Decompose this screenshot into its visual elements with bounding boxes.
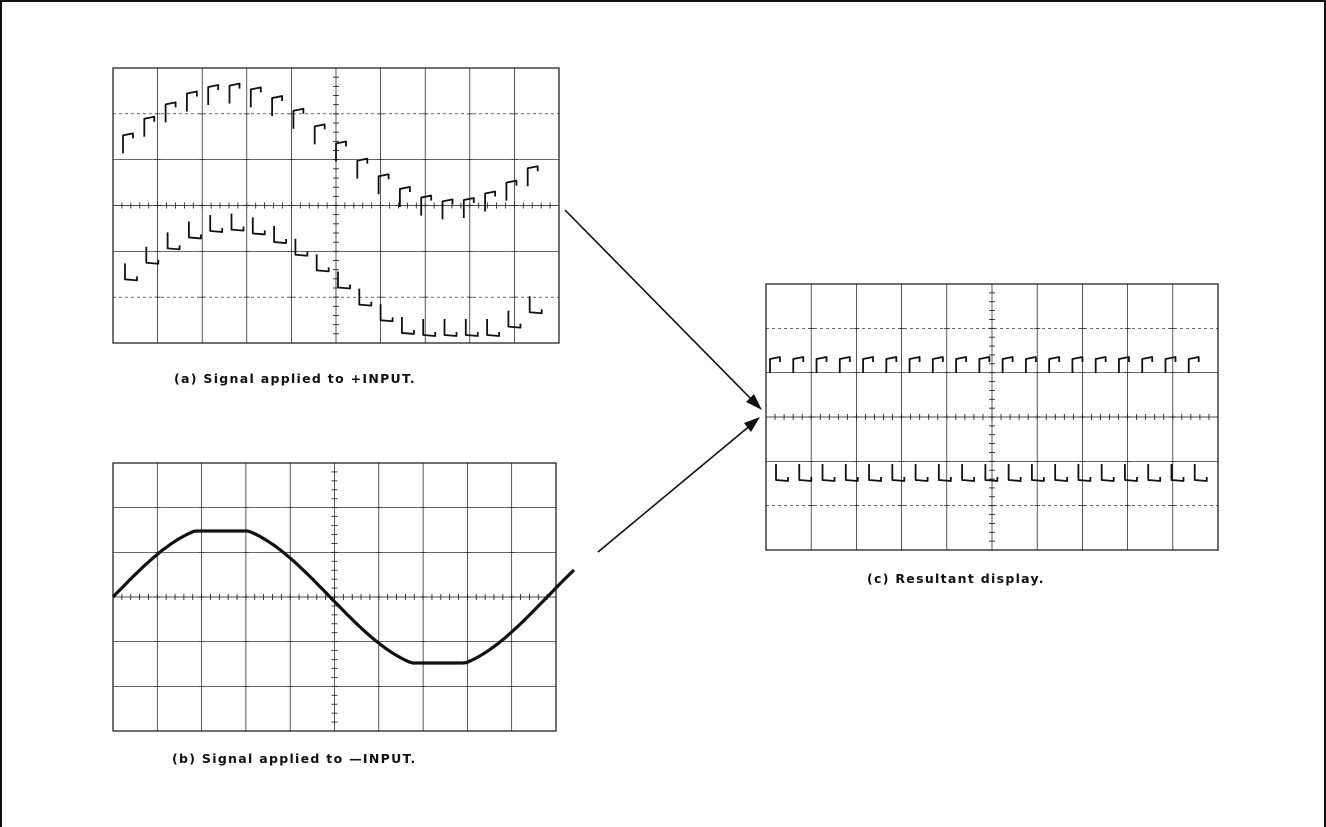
caption-c: (c) Resultant display. xyxy=(867,571,1045,586)
pulse-top xyxy=(908,356,921,373)
pulse-top xyxy=(1024,356,1037,373)
pulse-top xyxy=(164,101,177,123)
pulse-bottom xyxy=(124,263,138,282)
pulse-top xyxy=(249,86,262,108)
pulse-top xyxy=(1187,356,1200,373)
pulse-top xyxy=(769,356,781,373)
pulse-top xyxy=(292,107,305,129)
pulse-bottom xyxy=(1193,464,1208,482)
pulse-bottom xyxy=(294,238,309,257)
pulse-top xyxy=(792,356,805,373)
pulse-top xyxy=(271,95,283,117)
pulse-bottom xyxy=(1147,464,1162,482)
pulse-bottom xyxy=(507,310,522,329)
pulse-bottom xyxy=(486,319,500,337)
pulse-bottom xyxy=(379,304,394,323)
pulse-bottom xyxy=(914,464,929,482)
pulse-top xyxy=(1001,356,1014,373)
pulse-top xyxy=(505,179,518,201)
pulse-top xyxy=(1118,356,1130,373)
screen-c xyxy=(765,283,1219,551)
screen-b xyxy=(111,462,576,732)
pulse-bottom xyxy=(166,232,181,251)
pulse-top xyxy=(1094,356,1107,373)
pulse-top xyxy=(815,356,828,373)
pulse-bottom xyxy=(984,464,999,482)
pulse-bottom xyxy=(443,319,458,337)
pulse-top xyxy=(931,356,944,373)
caption-a: (a) Signal applied to +INPUT. xyxy=(174,371,416,386)
pulse-top xyxy=(862,356,874,373)
arrow-b-to-c xyxy=(597,417,760,553)
pulse-top xyxy=(1071,356,1084,373)
pulse-top xyxy=(186,90,198,112)
pulse-bottom xyxy=(821,464,836,482)
pulse-top xyxy=(462,197,475,218)
pulse-bottom xyxy=(937,464,952,482)
caption-b: (b) Signal applied to —INPUT. xyxy=(172,751,417,766)
pulse-bottom xyxy=(1007,464,1022,482)
pulse-bottom xyxy=(868,464,882,482)
pulse-top xyxy=(838,356,851,373)
pulse-bottom xyxy=(209,215,224,233)
pulse-bottom xyxy=(145,246,160,265)
pulse-top xyxy=(1164,356,1177,373)
pulse-bottom xyxy=(775,464,789,482)
pulse-bottom xyxy=(188,221,202,240)
pulse-bottom xyxy=(273,226,287,244)
arrow-a-to-c xyxy=(564,209,762,410)
pulse-top xyxy=(441,198,454,220)
pulse-top xyxy=(228,82,241,104)
pulse-bottom xyxy=(358,288,373,307)
pulse-bottom xyxy=(464,319,479,337)
pulse-bottom xyxy=(1170,464,1185,482)
pulse-top xyxy=(377,173,390,195)
pulse-top xyxy=(885,356,898,373)
pulse-top xyxy=(356,157,369,179)
pulse-bottom xyxy=(798,464,813,482)
pulse-bottom xyxy=(337,271,351,290)
pulse-bottom xyxy=(1054,464,1069,482)
pulse-top xyxy=(335,140,347,162)
pulse-top xyxy=(978,356,991,373)
sine-trace xyxy=(111,529,576,665)
pulse-bottom xyxy=(891,464,906,482)
pulse-top xyxy=(1048,356,1061,373)
pulse-bottom xyxy=(844,464,859,482)
pulse-top xyxy=(420,194,433,216)
pulse-bottom xyxy=(1030,464,1045,482)
pulse-top xyxy=(484,190,496,212)
pulse-bottom xyxy=(315,254,330,273)
pulse-top xyxy=(143,115,156,137)
pulse-top xyxy=(122,132,134,154)
pulse-bottom xyxy=(1077,464,1092,482)
pulse-bottom xyxy=(528,296,543,315)
pulse-top xyxy=(955,356,968,373)
pulse-top xyxy=(207,84,220,106)
pulse-bottom xyxy=(401,316,415,335)
pulse-bottom xyxy=(251,217,266,236)
pulse-bottom xyxy=(422,319,437,337)
pulse-bottom xyxy=(230,213,245,232)
pulse-bottom xyxy=(1124,464,1138,482)
pulse-top xyxy=(399,186,411,207)
pulse-top xyxy=(526,165,539,187)
pulse-top xyxy=(313,123,326,145)
pulse-bottom xyxy=(1100,464,1115,482)
screen-a xyxy=(112,67,560,344)
pulse-bottom xyxy=(961,464,976,482)
pulse-top xyxy=(1141,356,1154,373)
